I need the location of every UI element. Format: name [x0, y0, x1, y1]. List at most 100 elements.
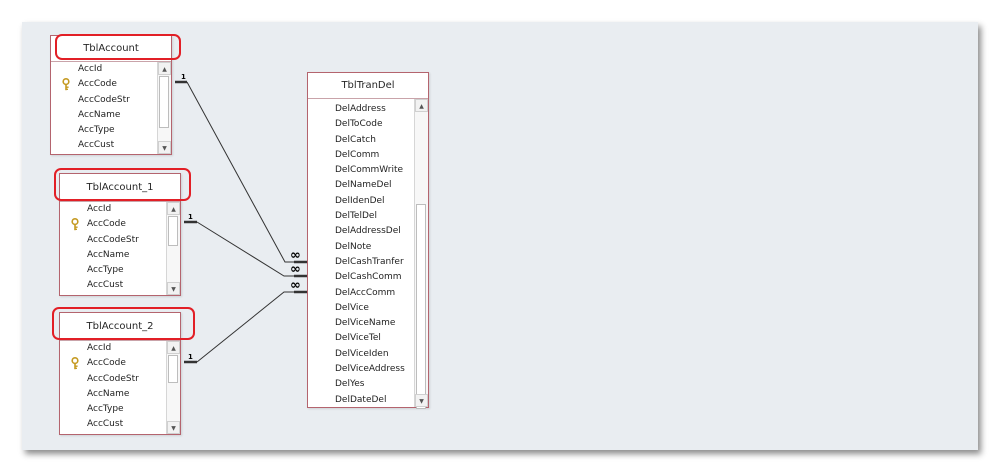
- field-label: AccCode: [87, 358, 126, 369]
- field-item[interactable]: DelCommWrite: [308, 163, 414, 178]
- field-item[interactable]: DelTelDel: [308, 209, 414, 224]
- scroll-up-arrow-icon[interactable]: ▲: [167, 202, 180, 215]
- field-label: DelViceAddress: [335, 364, 405, 375]
- field-label: DelCashComm: [335, 272, 402, 283]
- field-label: DelCommWrite: [335, 165, 404, 176]
- field-item[interactable]: DelIdenDel: [308, 194, 414, 209]
- relationship-line-tblaccount-2[interactable]: [196, 291, 294, 363]
- field-item[interactable]: DelAccComm: [308, 286, 414, 301]
- field-label: AccCust: [87, 280, 124, 291]
- field-item[interactable]: DelCashComm: [308, 270, 414, 285]
- field-label: DelAddress: [335, 104, 386, 114]
- field-item[interactable]: AccCust: [60, 417, 166, 432]
- scroll-down-arrow-icon[interactable]: ▼: [167, 282, 180, 295]
- field-label: DelTelDel: [335, 211, 377, 222]
- scrollbar-thumb[interactable]: [159, 76, 169, 128]
- field-item[interactable]: AccId: [60, 341, 166, 356]
- scroll-down-arrow-icon[interactable]: ▼: [415, 394, 428, 407]
- field-item[interactable]: AccType: [60, 263, 166, 278]
- field-item[interactable]: AccCode: [60, 217, 166, 232]
- primary-key-icon: [70, 357, 80, 370]
- table-title[interactable]: TblAccount_2: [60, 313, 180, 341]
- field-item[interactable]: DelCatch: [308, 133, 414, 148]
- field-label: DelYes: [335, 379, 365, 390]
- field-label: AccId: [87, 343, 112, 353]
- cardinality-one-label: 1: [188, 213, 193, 221]
- field-item[interactable]: DelDateDel: [308, 393, 414, 407]
- field-item[interactable]: AccType: [60, 402, 166, 417]
- field-label: AccCust: [87, 419, 124, 430]
- relationship-line-tblaccount-1[interactable]: [196, 221, 294, 277]
- field-item[interactable]: AccName: [51, 108, 157, 123]
- vertical-scrollbar[interactable]: ▲ ▼: [166, 202, 180, 295]
- scroll-up-arrow-icon[interactable]: ▲: [167, 341, 180, 354]
- field-item[interactable]: AccId: [60, 202, 166, 217]
- field-item[interactable]: AccName: [60, 248, 166, 263]
- field-label: AccId: [78, 64, 103, 74]
- cardinality-many-label: ∞: [290, 262, 301, 277]
- field-label: DelViceName: [335, 318, 396, 329]
- cardinality-one-label: 1: [181, 73, 186, 81]
- field-label: DelNameDel: [335, 180, 392, 191]
- field-label: AccCode: [78, 79, 117, 90]
- field-item[interactable]: AccCodeStr: [60, 372, 166, 387]
- field-item[interactable]: AccName: [60, 387, 166, 402]
- table-title[interactable]: TblAccount: [51, 36, 171, 62]
- vertical-scrollbar[interactable]: ▲ ▼: [166, 341, 180, 434]
- field-item[interactable]: DelViceTel: [308, 331, 414, 346]
- field-item[interactable]: DelAddressDel: [308, 224, 414, 239]
- field-label: AccName: [87, 249, 130, 260]
- vertical-scrollbar[interactable]: ▲ ▼: [157, 62, 171, 154]
- cardinality-one-label: 1: [188, 353, 193, 361]
- field-item[interactable]: DelViceAddress: [308, 362, 414, 377]
- field-item[interactable]: DelNameDel: [308, 178, 414, 193]
- field-item[interactable]: AccCust: [60, 278, 166, 293]
- scrollbar-thumb[interactable]: [416, 204, 426, 409]
- field-item[interactable]: AccCodeStr: [60, 233, 166, 248]
- field-label: DelViceIden: [335, 348, 389, 359]
- field-item[interactable]: AccCodeStr: [51, 93, 157, 108]
- table-title[interactable]: TblTranDel: [308, 73, 428, 99]
- scrollbar-thumb[interactable]: [168, 216, 178, 246]
- field-item[interactable]: AccType: [51, 123, 157, 138]
- field-item[interactable]: AccId: [51, 62, 157, 77]
- vertical-scrollbar[interactable]: ▲ ▼: [414, 99, 428, 409]
- scroll-down-arrow-icon[interactable]: ▼: [167, 421, 180, 434]
- field-item[interactable]: DelToCode: [308, 117, 414, 132]
- canvas-tab: [22, 17, 118, 23]
- field-label: AccCodeStr: [87, 234, 139, 245]
- field-item[interactable]: AccCust: [51, 138, 157, 153]
- scroll-up-arrow-icon[interactable]: ▲: [415, 99, 428, 112]
- field-label: AccId: [87, 204, 112, 214]
- scroll-down-arrow-icon[interactable]: ▼: [158, 141, 171, 154]
- field-item[interactable]: DelCashTranfer: [308, 255, 414, 270]
- field-item[interactable]: DelVice: [308, 301, 414, 316]
- field-item[interactable]: DelYes: [308, 377, 414, 392]
- field-item[interactable]: DelComm: [308, 148, 414, 163]
- relationships-canvas[interactable]: [22, 22, 978, 450]
- field-label: DelAddressDel: [335, 226, 401, 237]
- relationship-line-tblaccount[interactable]: [186, 81, 294, 263]
- field-item[interactable]: DelAddress: [308, 102, 414, 117]
- table-title[interactable]: TblAccount_1: [60, 174, 180, 202]
- field-label: AccCode: [87, 219, 126, 230]
- field-item[interactable]: AccCode: [51, 77, 157, 92]
- primary-key-icon: [70, 218, 80, 231]
- field-item[interactable]: DelViceIden: [308, 347, 414, 362]
- field-item[interactable]: DelViceName: [308, 316, 414, 331]
- field-label: DelToCode: [335, 119, 383, 130]
- field-item[interactable]: DelNote: [308, 240, 414, 255]
- scroll-up-arrow-icon[interactable]: ▲: [158, 62, 171, 75]
- field-item[interactable]: AccCode: [60, 356, 166, 371]
- scrollbar-thumb[interactable]: [168, 355, 178, 383]
- field-label: AccType: [78, 125, 115, 136]
